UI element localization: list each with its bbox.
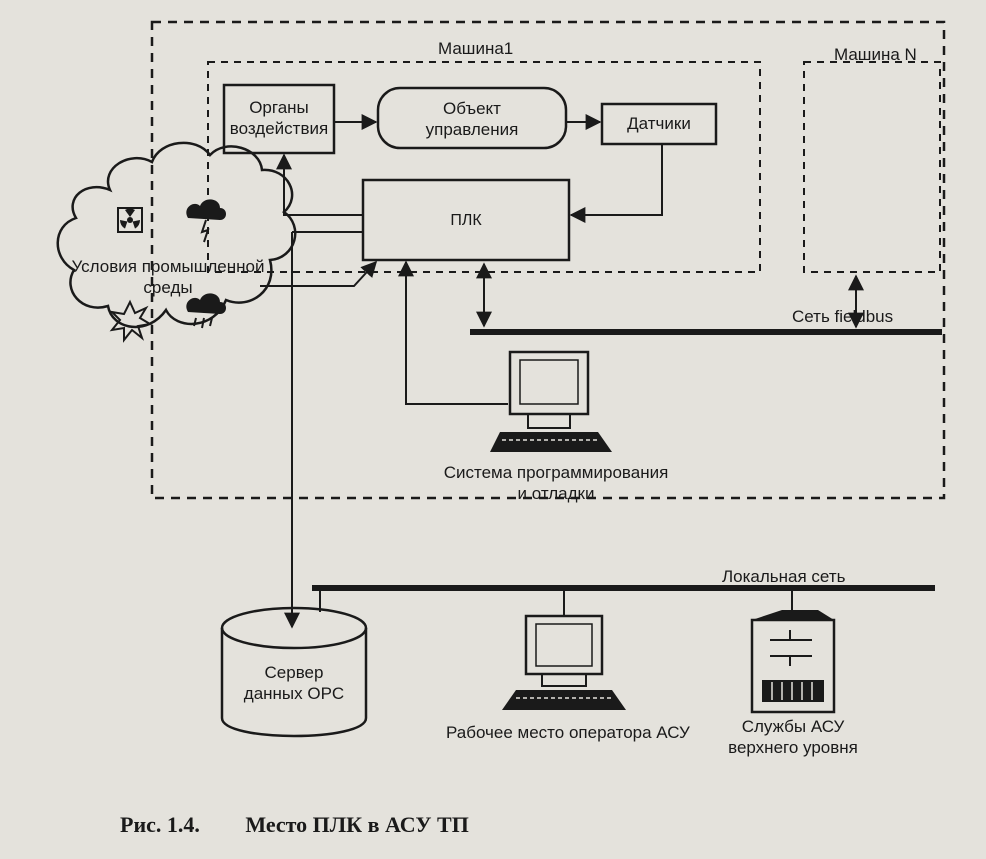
caption-title: Место ПЛК в АСУ ТП xyxy=(245,812,469,837)
storm-icon xyxy=(186,199,226,243)
actuators-box xyxy=(222,83,336,155)
sensors-box xyxy=(600,102,718,146)
conditions-label: Условия промышленной среды xyxy=(71,257,265,297)
radiation-icon xyxy=(117,207,143,233)
system-boundary xyxy=(150,20,946,500)
arrow-sensors-plc xyxy=(569,144,663,223)
sensors-label: Датчики xyxy=(627,114,691,133)
lan-label: Локальная сеть xyxy=(722,567,846,586)
operator-label: Рабочее место оператора АСУ xyxy=(446,723,690,742)
conditions-cloud xyxy=(56,141,297,328)
arrow-conditions-plc xyxy=(260,260,378,287)
programming-pc-icon xyxy=(490,350,612,452)
programming-label: Система программирования и отладки xyxy=(443,463,669,503)
object-label: Объект управления xyxy=(425,99,519,139)
figure-caption: Рис. 1.4. Место ПЛК в АСУ ТП xyxy=(120,812,469,838)
object-box xyxy=(376,86,568,150)
services-label: Службы АСУ верхнего уровня xyxy=(728,717,858,757)
machine1-boundary xyxy=(207,61,761,273)
rain-icon xyxy=(186,293,226,329)
plc-label: ПЛК xyxy=(450,212,482,229)
fieldbus-label: Сеть fieldbus xyxy=(792,307,894,326)
machineN-boundary xyxy=(803,61,941,273)
plc-box xyxy=(361,178,571,262)
explosion-icon xyxy=(109,299,153,343)
operator-pc-icon xyxy=(502,614,626,710)
arrow-plc-actuators xyxy=(276,153,363,216)
opc-server-cylinder xyxy=(220,606,368,738)
server-label: Сервер данных OPC xyxy=(243,663,345,703)
machine1-label: Машина1 xyxy=(438,39,514,58)
services-tower-icon xyxy=(750,610,836,714)
actuators-label: Органы воздействия xyxy=(229,98,329,138)
machineN-label: Машина N xyxy=(834,45,917,64)
caption-number: Рис. 1.4. xyxy=(120,812,200,837)
arrow-pc-plc xyxy=(398,260,508,405)
